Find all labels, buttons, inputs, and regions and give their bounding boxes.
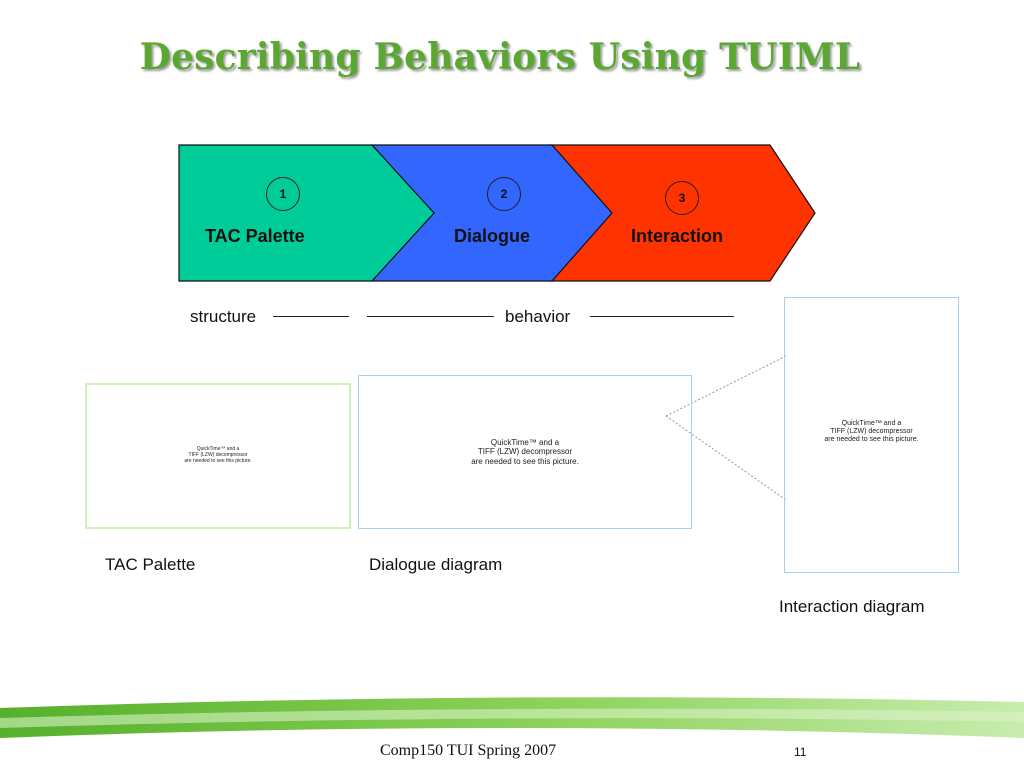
footer-text: Comp150 TUI Spring 2007 <box>380 742 557 759</box>
structure-label: structure <box>190 307 257 326</box>
caption-dialogue-diagram: Dialogue diagram <box>369 555 503 574</box>
chevron-tac-palette <box>178 144 435 282</box>
step-number-2: 2 <box>487 177 521 211</box>
behavior-rule-left <box>367 316 494 317</box>
step-number-3: 3 <box>665 181 699 215</box>
step-label-interaction: Interaction <box>631 226 724 246</box>
step-number-1: 1 <box>266 177 300 211</box>
interaction-diagram-picture: QuickTime™ and a TIFF (LZW) decompressor… <box>784 297 959 573</box>
tac-palette-placeholder-text: QuickTime™ and a TIFF (LZW) decompressor… <box>184 446 252 464</box>
page-number: 11 <box>794 745 807 759</box>
caption-interaction-diagram: Interaction diagram <box>779 597 925 616</box>
interaction-placeholder-text: QuickTime™ and a TIFF (LZW) decompressor… <box>824 420 919 444</box>
dialogue-diagram-picture: QuickTime™ and a TIFF (LZW) decompressor… <box>358 375 692 529</box>
behavior-label: behavior <box>505 307 571 326</box>
caption-tac-palette: TAC Palette <box>105 555 196 574</box>
structure-rule <box>273 316 349 317</box>
step-label-dialogue: Dialogue <box>454 226 531 246</box>
footer-band-highlight <box>0 708 1024 728</box>
tac-palette-picture: QuickTime™ and a TIFF (LZW) decompressor… <box>85 383 351 529</box>
connector-line-bottom <box>665 415 787 501</box>
behavior-rule-right <box>590 316 734 317</box>
dialogue-placeholder-text: QuickTime™ and a TIFF (LZW) decompressor… <box>471 438 579 466</box>
slide-title: Describing Behaviors Using TUIML <box>139 36 861 78</box>
step-label-tac-palette: TAC Palette <box>205 226 305 246</box>
